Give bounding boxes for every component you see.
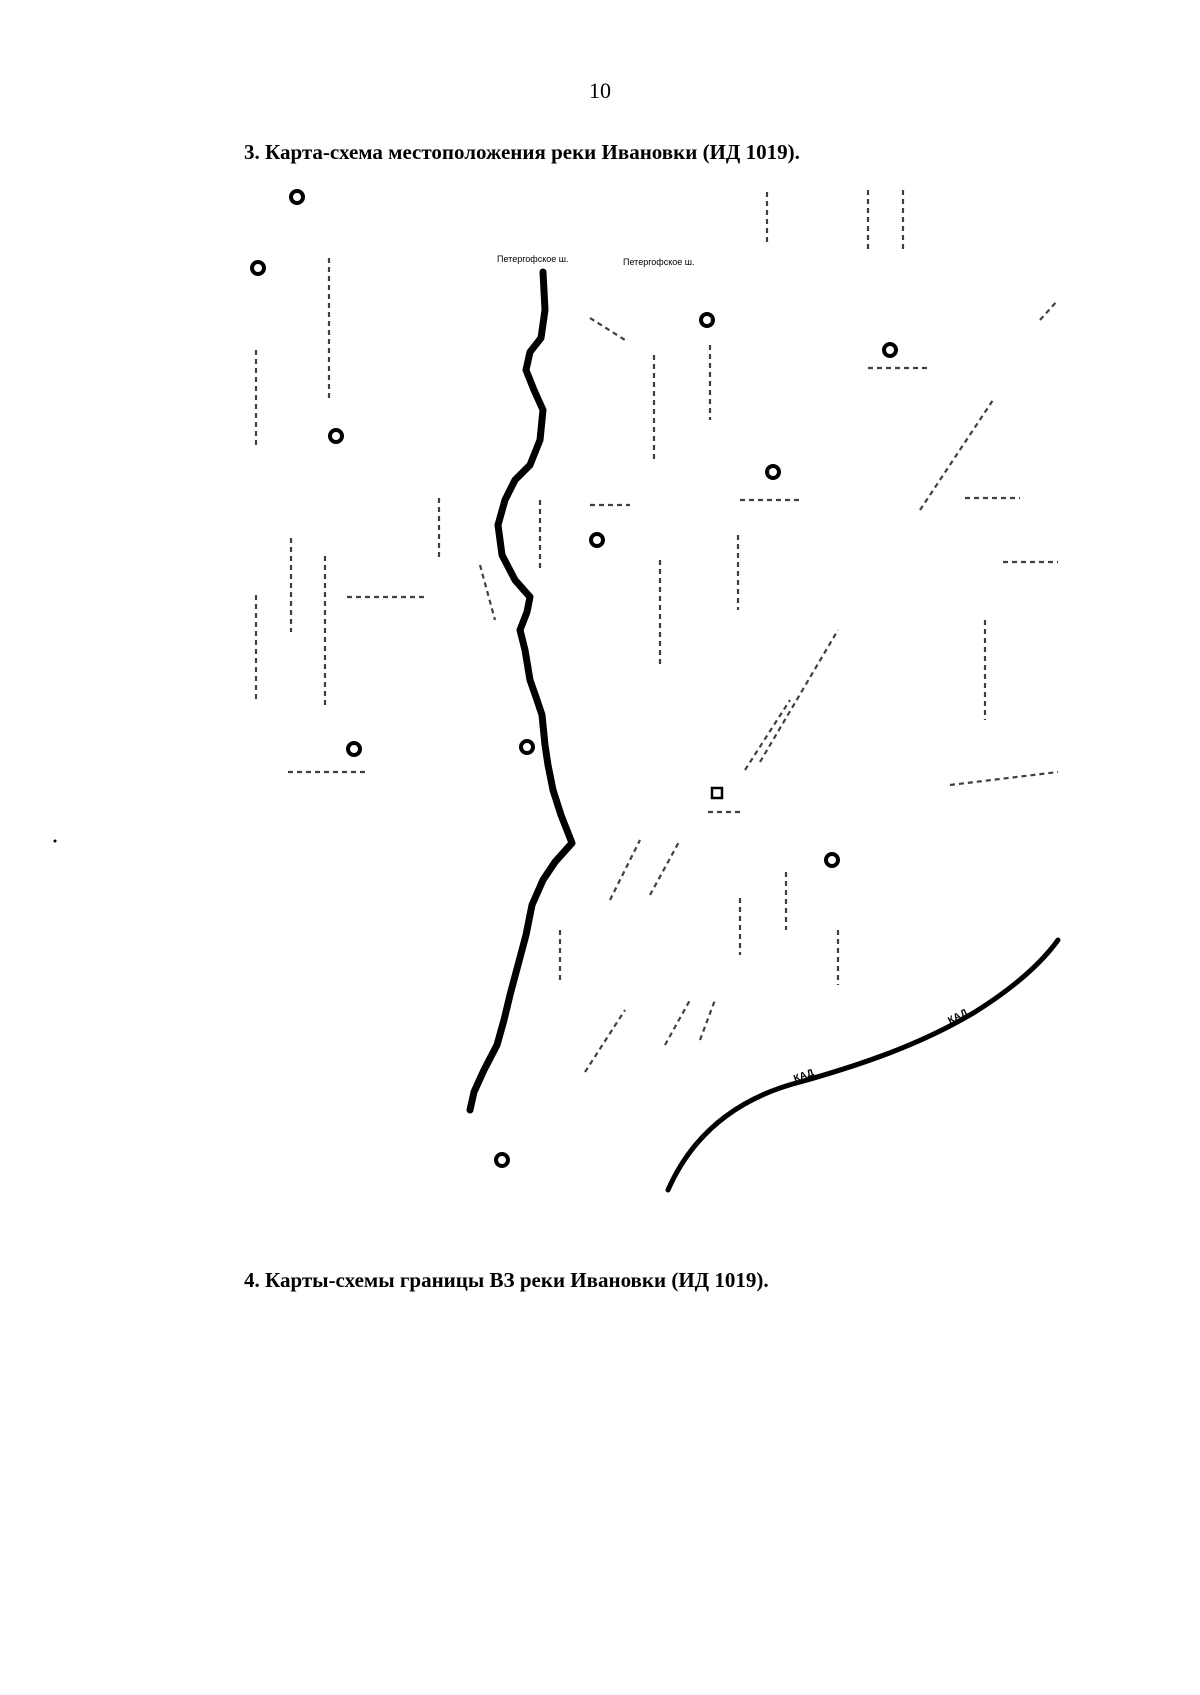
street-line (698, 999, 717, 1041)
circle-markers (250, 189, 898, 1168)
street-line (919, 399, 994, 511)
street-line (584, 1009, 626, 1073)
circle-marker-icon (765, 464, 781, 480)
street-line (1039, 299, 1059, 321)
circle-marker-icon (589, 532, 605, 548)
circle-marker-icon (699, 312, 715, 328)
street-line (609, 839, 641, 901)
circle-marker-icon (882, 342, 898, 358)
street-line (649, 839, 681, 896)
circle-marker-icon (824, 852, 840, 868)
heading-map-location: 3. Карта-схема местоположения реки Ивано… (244, 140, 800, 164)
river-ivanovka-line (466, 268, 576, 1114)
circle-marker-icon (289, 189, 305, 205)
circle-marker-icon (494, 1152, 510, 1168)
street-line (589, 317, 626, 341)
street-line (949, 770, 1059, 787)
road-labels: Петергофское ш. Петергофское ш. (497, 254, 694, 267)
street-line (759, 629, 839, 763)
circle-marker-icon (328, 428, 344, 444)
circle-marker-icon (519, 739, 535, 755)
page-number: 10 (589, 78, 611, 103)
square-marker-icon (710, 786, 724, 800)
scan-dot (53, 839, 57, 843)
heading-map-boundary: 4. Карты-схемы границы ВЗ реки Ивановки … (244, 1268, 769, 1292)
street-line (478, 564, 497, 621)
circle-marker-icon (346, 741, 362, 757)
street-line (664, 999, 691, 1046)
street-lines (254, 190, 1059, 1073)
ring-road-kad-line (665, 937, 1061, 1193)
road-label-petergof-2: Петергофское ш. (623, 257, 694, 267)
road-label-petergof-1: Петергофское ш. (497, 254, 568, 264)
street-line (744, 699, 791, 771)
circle-marker-icon (250, 260, 266, 276)
